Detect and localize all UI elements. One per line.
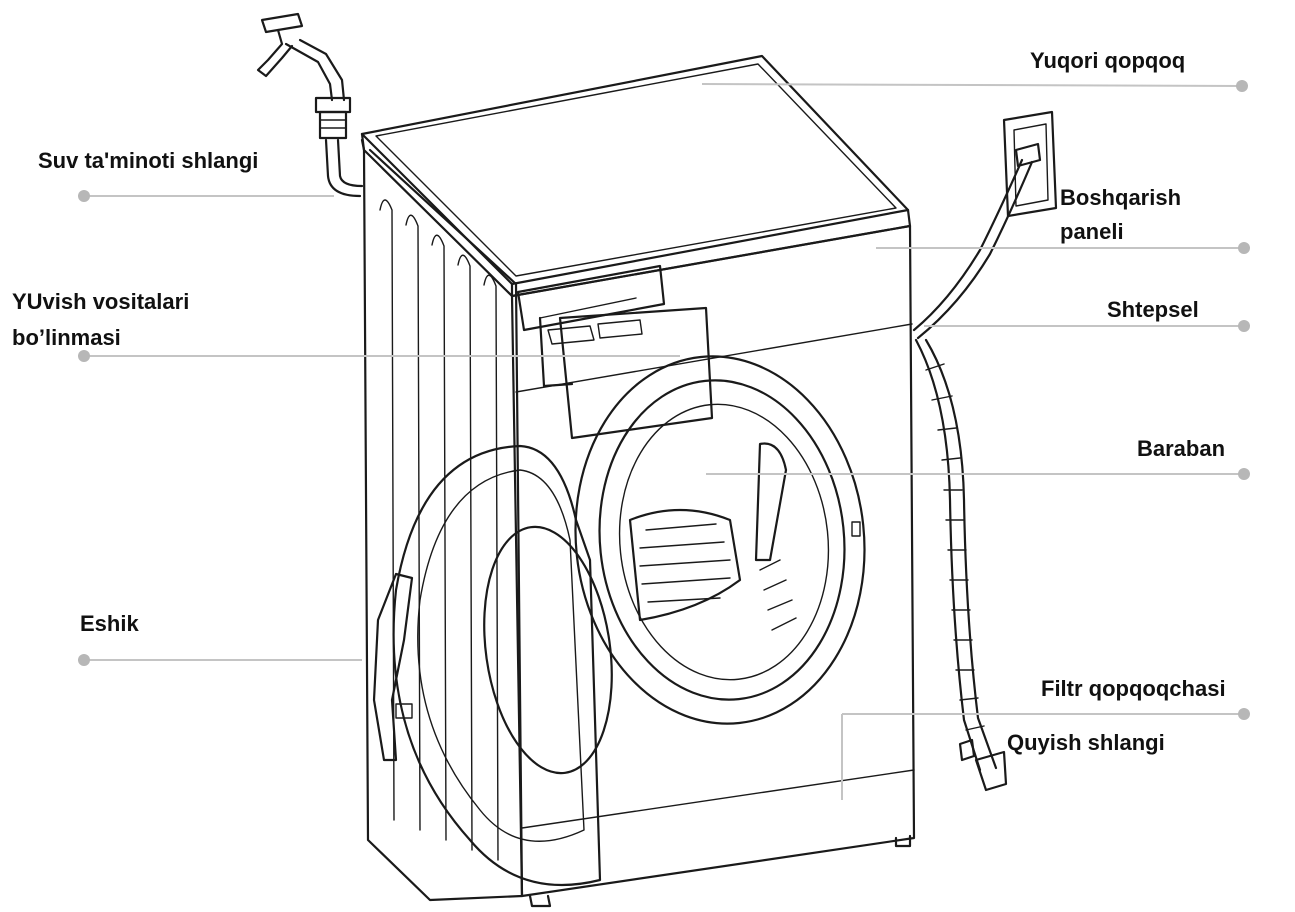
leader-control-panel xyxy=(876,242,1250,254)
label-water-inlet-hose: Suv ta'minoti shlangi xyxy=(38,148,259,173)
label-drain-hose: Quyish shlangi xyxy=(1007,730,1165,755)
plug-illustration xyxy=(912,110,1058,340)
label-door: Eshik xyxy=(80,611,139,636)
label-top-lid: Yuqori qopqoq xyxy=(1030,48,1186,73)
detergent-drawer-illustration xyxy=(516,264,714,440)
leader-filter-cover xyxy=(841,708,1250,800)
label-control-panel-line1: Boshqarish xyxy=(1060,185,1182,210)
label-detergent-drawer-line1: YUvish vositalari xyxy=(12,289,190,314)
leader-plug xyxy=(924,320,1250,332)
leader-detergent-drawer xyxy=(78,350,680,362)
machine-front-face xyxy=(510,224,916,908)
drain-hose-illustration xyxy=(914,338,1008,792)
machine-side-panel xyxy=(360,138,524,902)
leader-drum xyxy=(706,468,1250,480)
leader-water-inlet-hose xyxy=(78,190,334,202)
label-detergent-drawer-line2: bo’linmasi xyxy=(12,325,121,350)
label-control-panel-line2: paneli xyxy=(1060,219,1124,244)
label-plug: Shtepsel xyxy=(1107,297,1199,322)
leader-door xyxy=(78,654,362,666)
leader-top-lid xyxy=(701,80,1248,92)
door-illustration xyxy=(372,444,613,887)
label-filter-cover: Filtr qopqoqchasi xyxy=(1041,676,1226,701)
label-drum: Baraban xyxy=(1137,436,1226,461)
water-tap-illustration xyxy=(256,12,364,198)
drum-illustration xyxy=(574,355,866,725)
